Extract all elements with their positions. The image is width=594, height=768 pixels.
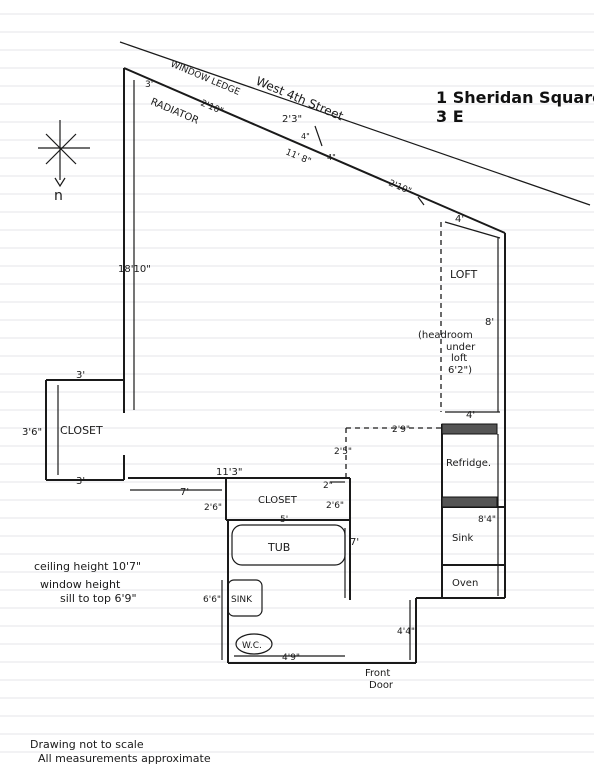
wc-label: W.C. [242, 641, 262, 651]
counter-hatch-bottom [441, 496, 498, 508]
dimension-lines [57, 80, 501, 660]
dim-2-9: 2'9" [392, 425, 410, 435]
dim-4-a: 4" [301, 132, 310, 141]
dim-6-6: 6'6" [203, 595, 221, 605]
address-title: 1 Sheridan Square [436, 88, 594, 107]
dim-2-6-a: 2'6" [204, 503, 222, 513]
headroom-line-1: (headroom [418, 330, 473, 341]
oven-label: Oven [452, 578, 478, 589]
headroom-line-2: under [446, 342, 476, 353]
dim-4-loft-top: 4' [455, 214, 464, 225]
dim-11-8: 11' 8" [284, 148, 312, 168]
dim-11-3: 11'3" [216, 467, 242, 478]
dim-2-5: 2'5" [334, 447, 352, 457]
bath-sink-fixture [227, 579, 263, 617]
dim-2: 2" [323, 481, 333, 491]
compass-rose: n [38, 120, 90, 204]
closet-left-label: CLOSET [60, 424, 103, 437]
counter-hatch-top [441, 423, 498, 435]
dim-3-closet-top: 3' [76, 370, 85, 381]
disclaimer-line-1: Drawing not to scale [30, 738, 144, 751]
dim-2-6-b: 2'6" [326, 501, 344, 511]
headroom-line-4: 6'2") [448, 365, 472, 376]
dim-7-a: 7' [180, 487, 189, 498]
front-door-line-1: Front [365, 668, 390, 679]
closet-bath-label: CLOSET [258, 495, 298, 506]
apartment-number: 3 E [436, 107, 464, 126]
dim-2-10-a: 2'10" [199, 99, 225, 118]
ceiling-height-note: ceiling height 10'7" [34, 560, 141, 573]
street-boundary-line [119, 41, 591, 206]
disclaimer-line-2: All measurements approximate [38, 752, 211, 765]
ruled-paper-lines [0, 13, 594, 753]
dim-2-3: 2'3" [282, 114, 302, 125]
dim-4-4: 4'4" [397, 627, 415, 637]
dim-4-b: 4" [327, 153, 336, 162]
loft-label: LOFT [450, 268, 478, 281]
wc-fixture [235, 633, 273, 655]
bath-sink-label: SINK [231, 595, 253, 605]
window-height-note-2: sill to top 6'9" [60, 592, 137, 605]
headroom-line-3: loft [451, 353, 467, 364]
kitchen-sink-label: Sink [452, 533, 473, 544]
dim-8-4: 8'4" [478, 515, 496, 525]
dim-4-9: 4'9" [282, 653, 300, 663]
window-height-note-1: window height [40, 578, 121, 591]
dim-3-closet-bottom: 3' [76, 476, 85, 487]
dim-4-loft-bottom: 4' [466, 410, 475, 421]
dim-3-6: 3'6" [22, 427, 42, 438]
dim-8-loft: 8' [485, 317, 494, 328]
tub-label: TUB [267, 541, 290, 554]
north-label: n [54, 188, 63, 204]
dim-5: 5' [280, 515, 288, 525]
front-door-line-2: Door [369, 680, 394, 691]
dim-18-10: 18'10" [118, 264, 151, 275]
dim-7-b: 7' [350, 537, 359, 548]
dashed-boundaries [345, 222, 442, 478]
refridge-label: Refridge. [446, 458, 491, 469]
dim-3-top: 3' [145, 80, 153, 90]
apartment-walls [45, 67, 506, 664]
